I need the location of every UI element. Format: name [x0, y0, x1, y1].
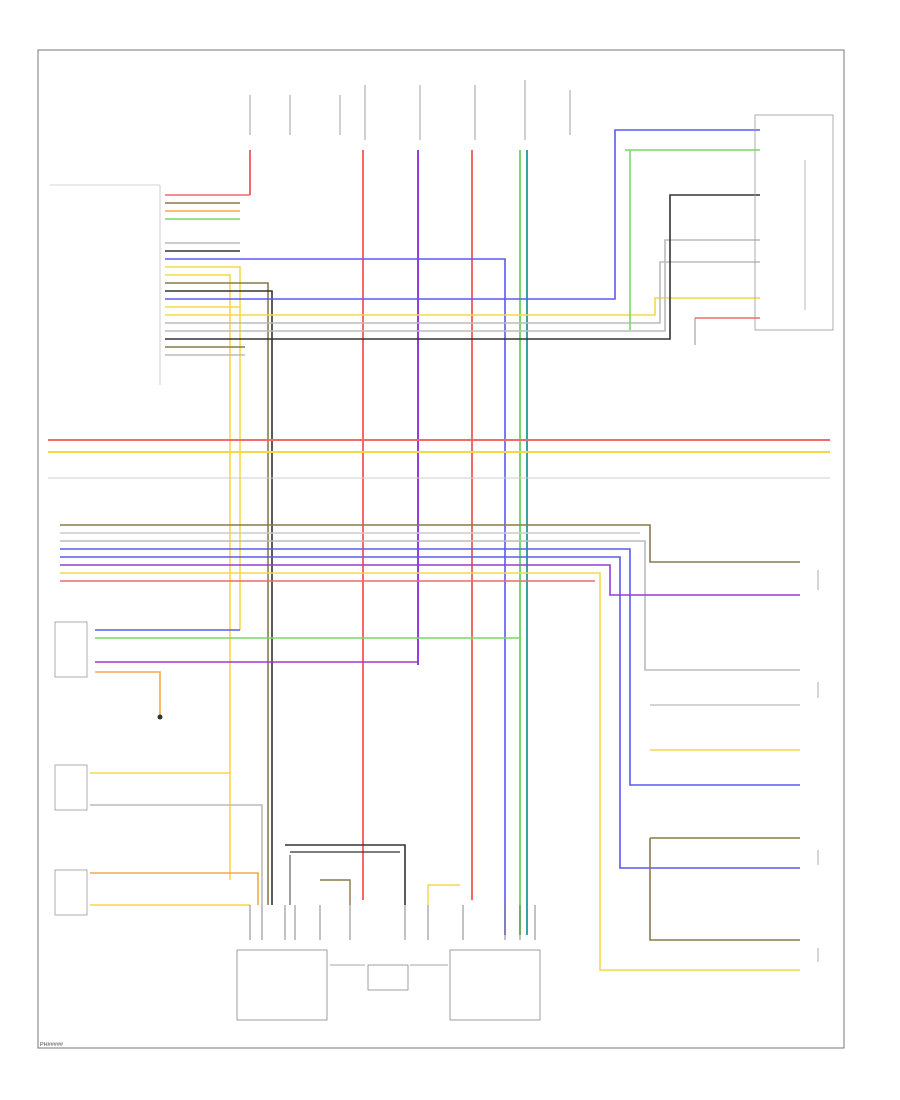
left-mid-component	[54, 621, 520, 720]
main-module-connector	[50, 184, 161, 385]
wire-group-power-bus	[48, 439, 830, 479]
wire-group-main-horizontal	[165, 129, 760, 935]
diagram-frame	[37, 49, 845, 1049]
left-bottom-sensors	[54, 764, 263, 916]
top-fuse-connectors	[249, 80, 571, 140]
wire-group-harness-middle	[60, 524, 800, 971]
right-side-loads	[649, 570, 819, 962]
bottom-connector-pins	[249, 905, 536, 940]
footer-code: PH#####	[40, 1042, 64, 1048]
right-upper-module	[625, 114, 834, 345]
bottom-modules	[236, 844, 541, 1021]
wire-group-top-vertical	[249, 150, 528, 935]
